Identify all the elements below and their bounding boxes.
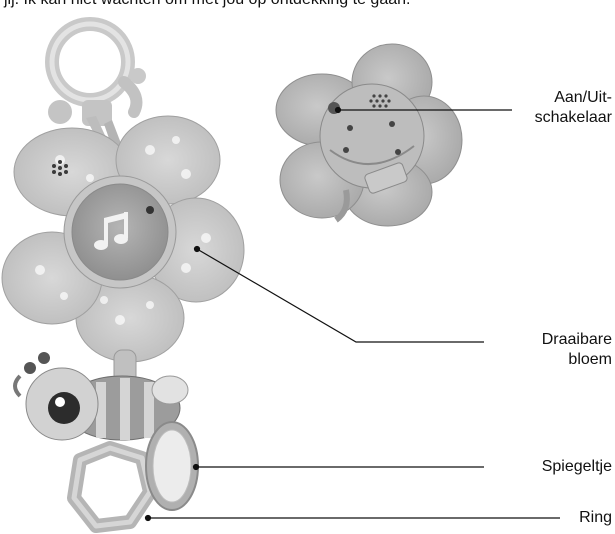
rotating-flower-label: Draaibare bloem	[490, 330, 612, 370]
mirror-label: Spiegeltje	[480, 457, 612, 477]
hexagon-ring	[74, 448, 150, 526]
rotating-flower	[2, 116, 244, 362]
rotating-flower-label-line2: bloem	[490, 350, 612, 370]
ring-label: Ring	[520, 508, 612, 528]
mirror	[146, 422, 198, 510]
power-switch-label-line1: Aan/Uit-	[500, 88, 612, 108]
rotating-flower-label-line1: Draaibare	[490, 330, 612, 350]
power-switch-label: Aan/Uit- schakelaar	[500, 88, 612, 128]
power-switch-label-line2: schakelaar	[500, 108, 612, 128]
back-view-flower	[276, 44, 462, 226]
